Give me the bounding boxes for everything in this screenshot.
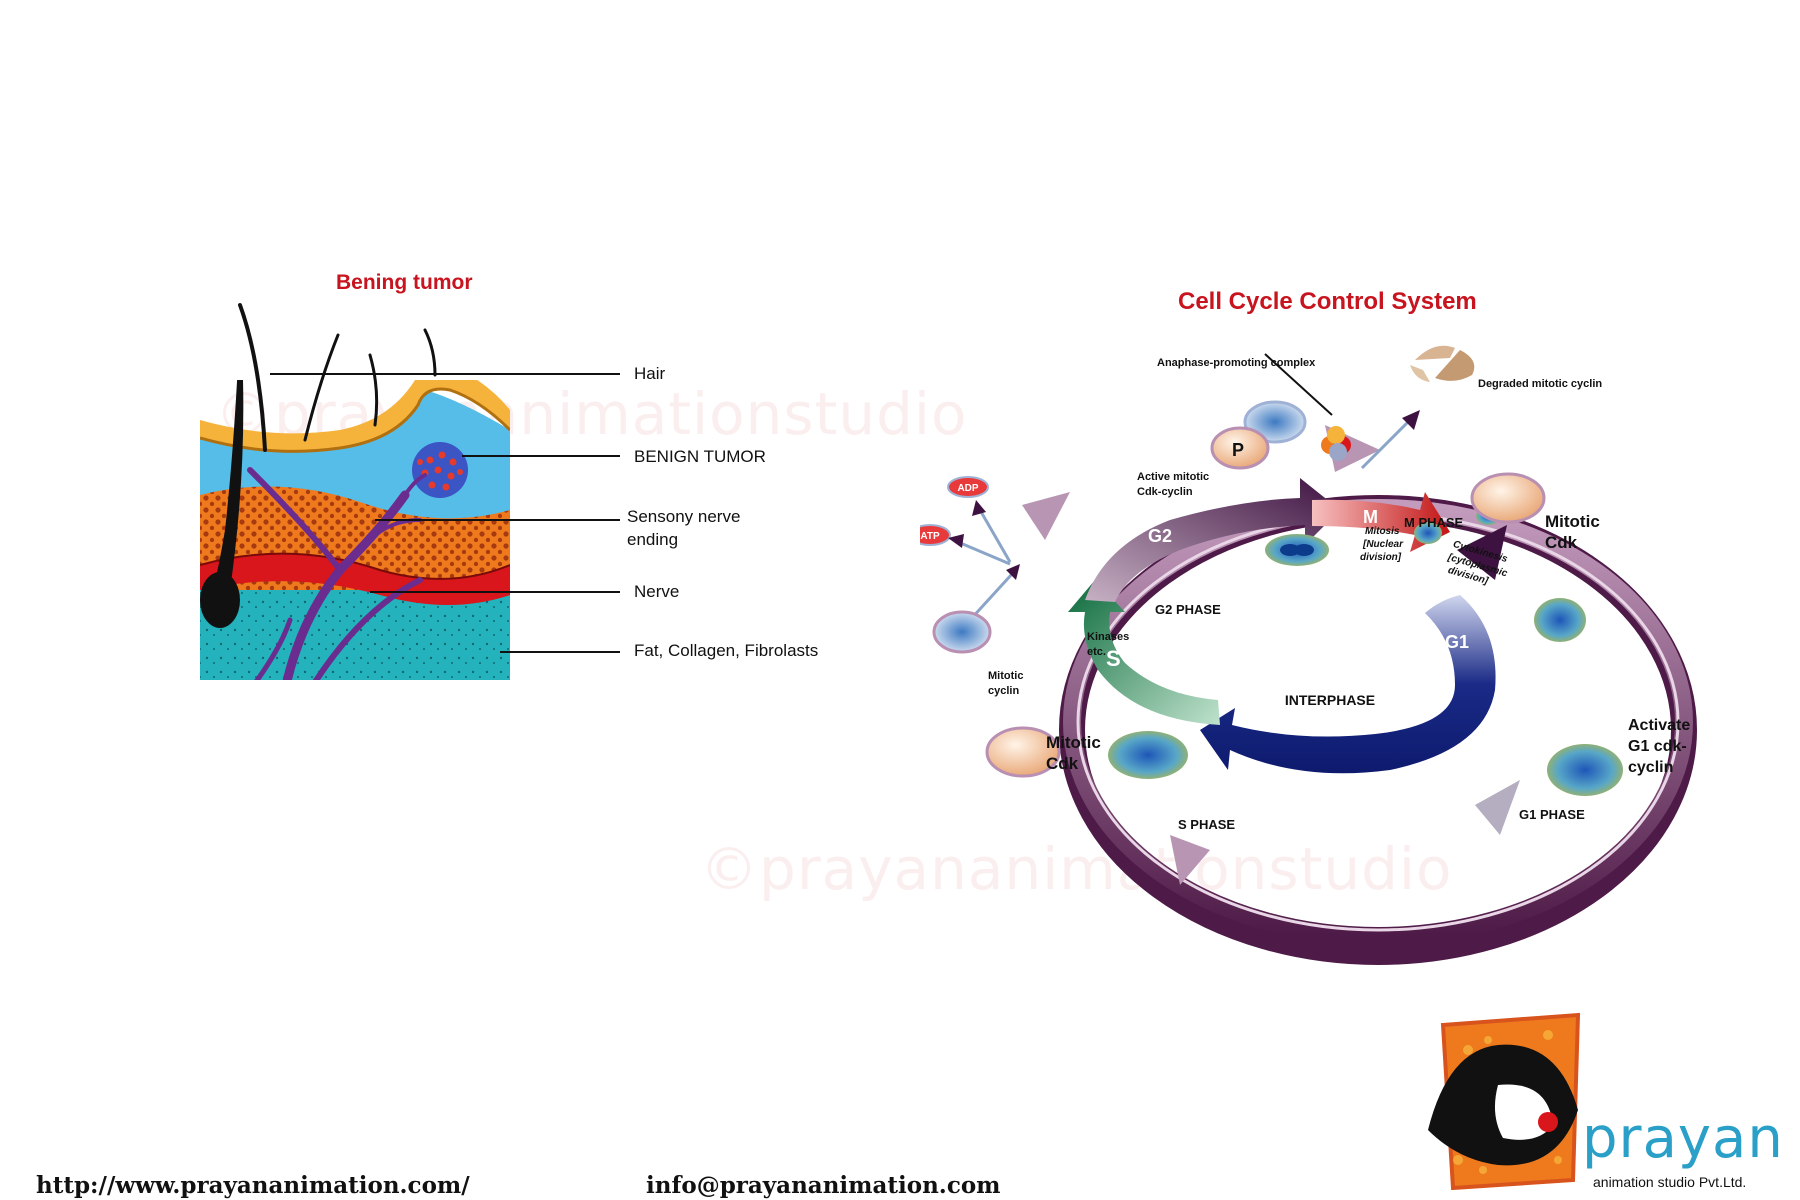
label-nerve: Nerve [634,582,680,601]
label-active-2: Cdk-cyclin [1137,486,1193,498]
kinase-arrows [957,509,1014,622]
label-sensory-nerve-1: Sensony nerve [627,507,741,526]
label-apc: Anaphase-promoting complex [1157,357,1316,369]
label-activate-3: cyclin [1628,759,1674,776]
label-mitosis-1: Mitosis [1365,526,1400,537]
p-capsule [1210,426,1270,470]
interphase-label: INTERPHASE [1285,692,1375,708]
g1-arrow [1200,595,1496,774]
watermark-bottom: ©prayananimationstudio [700,835,1453,903]
label-g1-phase: G1 PHASE [1519,807,1585,822]
label-m-phase: M PHASE [1404,515,1464,530]
logo-brand-text: prayan [1582,1106,1784,1171]
anaphase-promoting-complex [1321,426,1351,461]
epidermis-layer [200,380,510,452]
footer-email[interactable]: info@prayananimation.com [646,1172,1001,1199]
mitotic-cdk-capsule-right [1470,472,1546,524]
outer-control-ring [1059,495,1697,965]
label-kinases-2: etc. [1087,646,1106,658]
label-mitotic-cdk-left-1: Mitotic [1046,733,1101,752]
adp-capsule [947,476,989,498]
phase-g2-letter: G2 [1148,526,1172,546]
atp-label: ATP [920,531,940,542]
label-fat: Fat, Collagen, Fibrolasts [634,641,819,660]
label-mitotic-cdk-right-2: Cdk [1545,533,1578,552]
hair-follicle [205,380,244,616]
cell-cycle-title: Cell Cycle Control System [1178,288,1477,315]
atp-capsule [920,524,951,546]
label-mitotic-cdk-right-1: Mitotic [1545,512,1600,531]
s-arrow [1068,580,1220,725]
phase-g1-letter: G1 [1445,632,1469,652]
g2-arrow [1085,478,1340,602]
label-degraded: Degraded mitotic cyclin [1478,378,1603,390]
degraded-mitotic-cyclin [1410,345,1475,382]
label-activate-1: Activate [1628,717,1691,734]
label-mitosis-2: [Nuclear [1363,539,1404,550]
p-label: P [1232,440,1244,460]
nerve-fibers [247,467,427,680]
label-hair: Hair [634,364,666,383]
logo-tagline: animation studio Pvt.Ltd. [1593,1174,1747,1190]
skin-diagram-title: Bening tumor [336,271,473,294]
mitotic-cdk-capsule-left [985,726,1061,778]
label-mitosis-3: division] [1360,552,1402,563]
cell-cycle-diagram: G1 S G2 M INTERPHASE P ADP ATP [920,345,1697,965]
label-sensory-nerve-2: ending [627,530,679,549]
label-mitotic-cyclin-1: Mitotic [988,670,1024,682]
label-benign-tumor: BENIGN TUMOR [634,447,766,466]
footer-website[interactable]: http://www.prayananimation.com/ [36,1172,470,1199]
cell-images [1108,507,1623,796]
label-g2-phase: G2 PHASE [1155,602,1221,617]
label-mitotic-cyclin-2: cyclin [988,685,1020,697]
hairs [238,303,437,452]
label-mitotic-cdk-left-2: Cdk [1046,754,1079,773]
label-s-phase: S PHASE [1178,817,1236,832]
active-cdk-cyclin-capsule [1243,400,1307,444]
skin-leader-lines [270,373,620,653]
label-activate-2: G1 cdk- [1628,738,1687,755]
adp-label: ADP [957,483,978,494]
prayan-logo-mark [1428,1012,1581,1190]
label-kinases-1: Kinases [1087,631,1130,643]
phase-s-letter: S [1106,646,1121,671]
skin-cross-section [200,303,510,680]
mitotic-cyclin-capsule [932,610,992,654]
label-active-1: Active mitotic [1137,471,1210,483]
phase-m-letter: M [1363,507,1378,527]
